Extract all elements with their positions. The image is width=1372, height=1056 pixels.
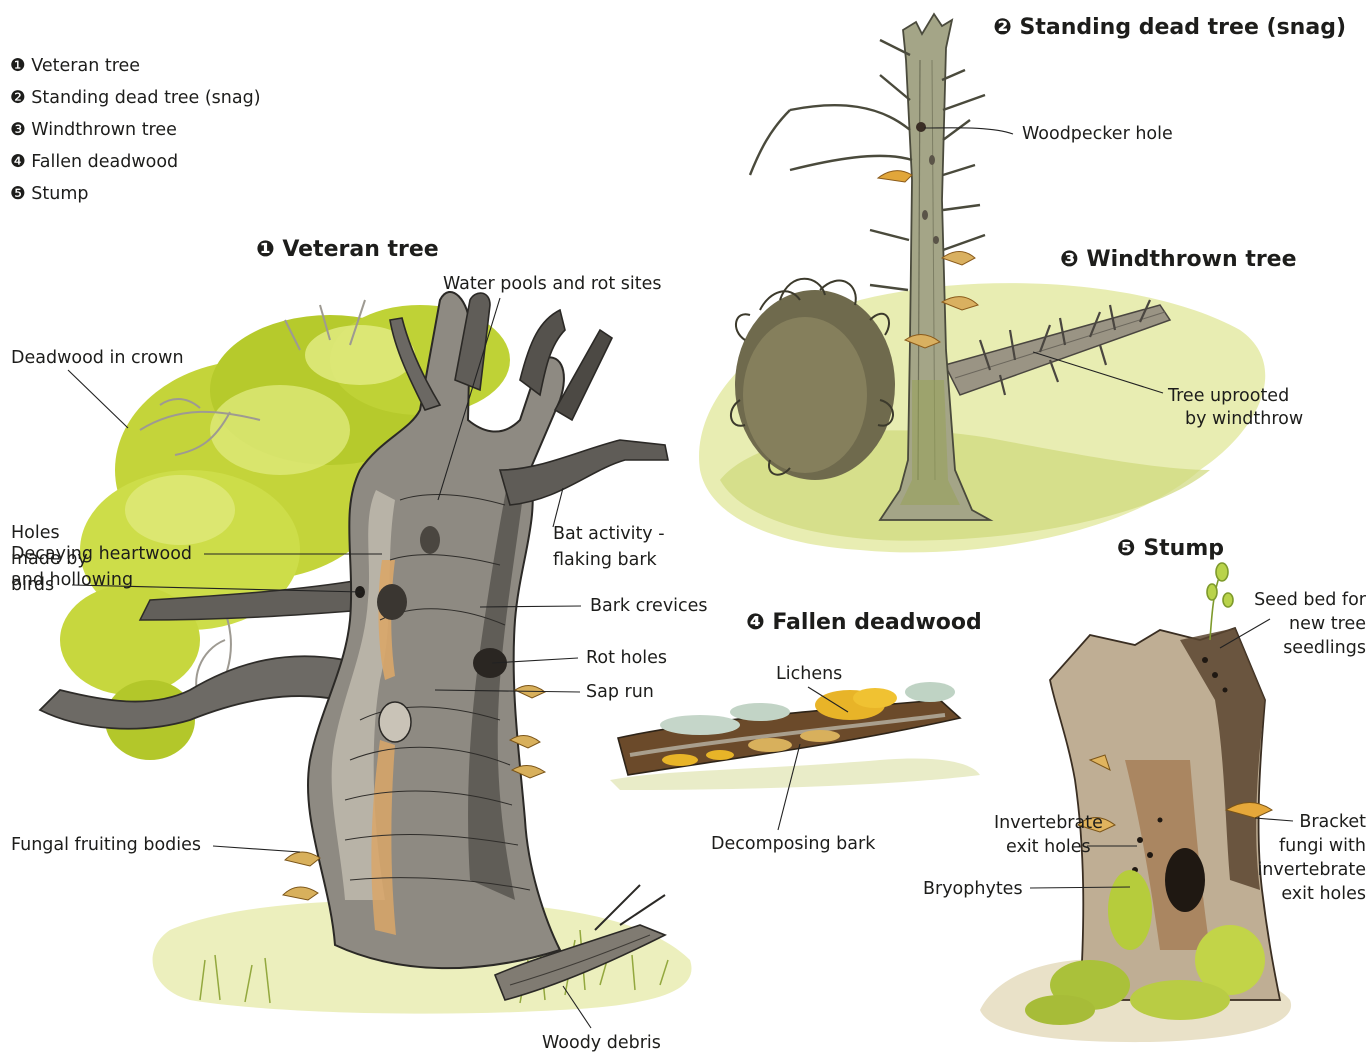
legend-mark: ❹ — [10, 152, 26, 172]
label-deadwood-crown: Deadwood in crown — [11, 345, 184, 371]
label-sap-run: Sap run — [586, 679, 654, 705]
label-line: seedlings — [1283, 635, 1366, 661]
legend-label: Stump — [31, 184, 88, 204]
snag-scene — [699, 14, 1265, 552]
label-line: Seed bed for — [1254, 587, 1366, 613]
label-lichens: Lichens — [776, 661, 842, 687]
heading-stump: ❺ Stump — [1117, 535, 1224, 563]
label-line: invertebrate — [1257, 857, 1366, 883]
heading-text: Veteran tree — [282, 237, 438, 262]
heading-windthrown-tree: ❸ Windthrown tree — [1060, 246, 1297, 274]
stump-hollow — [1165, 848, 1205, 912]
label-line: and hollowing — [11, 567, 133, 593]
label-water-pools: Water pools and rot sites — [443, 271, 662, 297]
label-line: fungi with — [1279, 833, 1366, 859]
fallen-scene — [610, 682, 980, 790]
legend-mark: ❶ — [10, 56, 26, 76]
stump-scene — [980, 563, 1291, 1042]
heading-veteran-tree: ❶ Veteran tree — [256, 236, 439, 264]
heading-standing-dead-tree: ❷ Standing dead tree (snag) — [993, 14, 1346, 42]
heading-fallen-deadwood: ❹ Fallen deadwood — [746, 609, 982, 637]
label-line: flaking bark — [553, 547, 657, 573]
label-line: Invertebrate — [994, 810, 1103, 836]
label-woody-debris: Woody debris — [542, 1030, 661, 1056]
label-line: Bracket — [1299, 809, 1366, 835]
heading-mark: ❺ — [1117, 536, 1136, 561]
heading-mark: ❹ — [746, 610, 765, 635]
legend-mark: ❺ — [10, 184, 26, 204]
label-line: new tree — [1289, 611, 1366, 637]
seedling — [1207, 563, 1233, 640]
label-line: exit holes — [1006, 834, 1091, 860]
leader-bracket — [1255, 818, 1293, 821]
heading-mark: ❶ — [256, 237, 275, 262]
legend-item: ❺ Stump — [10, 181, 89, 207]
label-bark-crevices: Bark crevices — [590, 593, 708, 619]
leader-deadwood-crown — [68, 370, 128, 428]
legend-item: ❷ Standing dead tree (snag) — [10, 85, 261, 111]
legend-mark: ❸ — [10, 120, 26, 140]
legend-item: ❶ Veteran tree — [10, 53, 140, 79]
heading-text: Stump — [1143, 536, 1224, 561]
heading-text: Windthrown tree — [1086, 247, 1296, 272]
label-bryophytes: Bryophytes — [923, 876, 1023, 902]
label-decomposing-bark: Decomposing bark — [711, 831, 875, 857]
legend-label: Veteran tree — [31, 56, 140, 76]
legend-label: Windthrown tree — [31, 120, 177, 140]
legend-item: ❹ Fallen deadwood — [10, 149, 178, 175]
snag-branches — [750, 40, 985, 290]
label-woodpecker-hole: Woodpecker hole — [1022, 121, 1173, 147]
heading-text: Fallen deadwood — [772, 610, 981, 635]
label-rot-holes: Rot holes — [586, 645, 667, 671]
label-line: Decaying heartwood — [11, 541, 192, 567]
label-line: Bat activity - — [553, 521, 665, 547]
leader-fungal — [213, 846, 300, 852]
label-line: by windthrow — [1185, 406, 1303, 432]
legend-mark: ❷ — [10, 88, 26, 108]
legend-item: ❸ Windthrown tree — [10, 117, 177, 143]
label-line: exit holes — [1281, 881, 1366, 907]
heading-mark: ❸ — [1060, 247, 1079, 272]
heading-mark: ❷ — [993, 15, 1012, 40]
heading-text: Standing dead tree (snag) — [1020, 15, 1346, 40]
legend-label: Fallen deadwood — [31, 152, 178, 172]
legend-label: Standing dead tree (snag) — [31, 88, 260, 108]
label-fungal-fruiting: Fungal fruiting bodies — [11, 832, 201, 858]
